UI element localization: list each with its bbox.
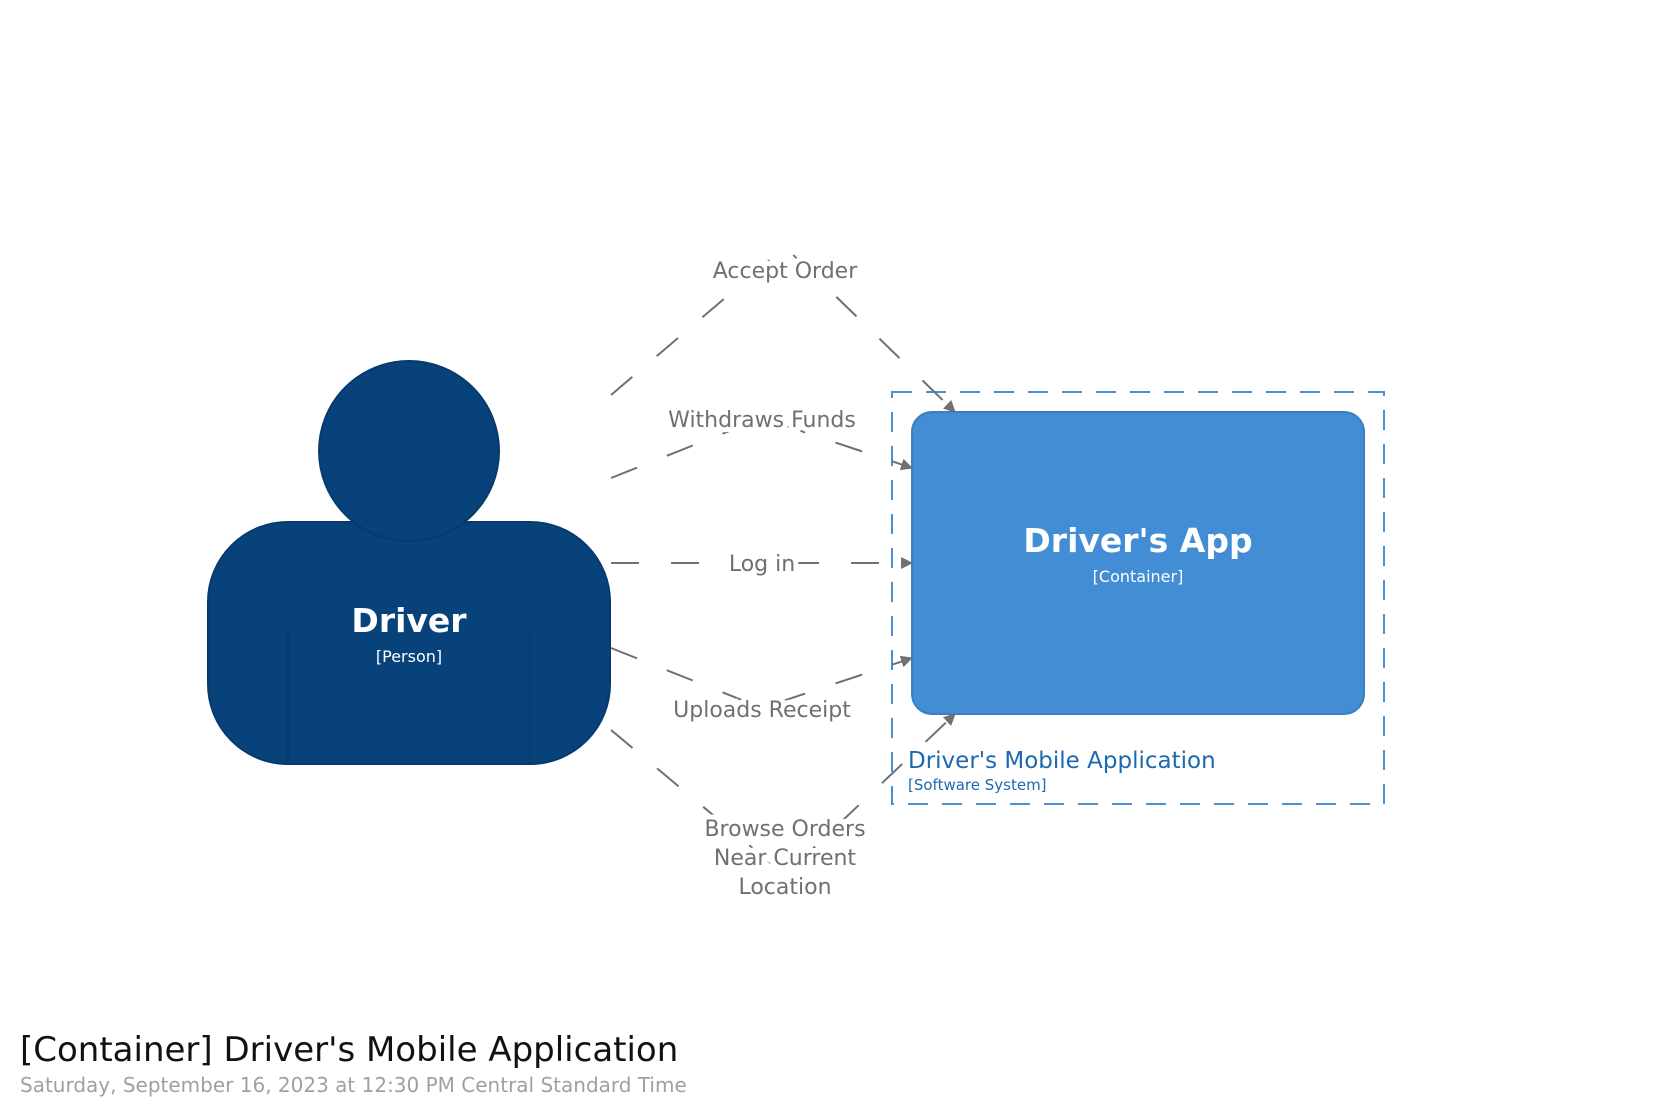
person-name: Driver — [351, 601, 467, 640]
relationship-label: Withdraws Funds — [668, 408, 856, 433]
relationships: Accept Order Withdraws Funds Log in Uplo… — [610, 245, 956, 905]
relationship-label: Accept Order — [713, 259, 858, 284]
container-type: [Container] — [1093, 567, 1184, 586]
diagram-timestamp: Saturday, September 16, 2023 at 12:30 PM… — [20, 1073, 687, 1097]
relationship-label-line-3: Location — [738, 875, 831, 900]
person-head — [318, 360, 500, 542]
software-system-boundary[interactable]: Driver's Mobile Application [Software Sy… — [891, 391, 1385, 805]
relationship-line — [610, 713, 956, 877]
relationship-label-line-1: Browse Orders — [704, 817, 865, 842]
relationship-withdraws-funds[interactable]: Withdraws Funds — [610, 403, 913, 479]
person-body — [207, 521, 611, 765]
container-drivers-app[interactable]: Driver's App [Container] — [911, 411, 1365, 715]
relationship-accept-order[interactable]: Accept Order — [610, 245, 956, 413]
relationship-label-line-2: Near Current — [714, 846, 857, 871]
relationship-line — [610, 245, 956, 413]
relationship-label: Uploads Receipt — [673, 698, 851, 723]
relationship-uploads-receipt[interactable]: Uploads Receipt — [610, 647, 913, 728]
boundary-type: [Software System] — [908, 776, 1047, 794]
container-name: Driver's App — [1023, 521, 1252, 560]
relationship-browse-orders[interactable]: Browse Orders Near Current Location — [610, 713, 956, 905]
relationship-label: Log in — [729, 552, 795, 577]
diagram-footer: [Container] Driver's Mobile Application … — [20, 1030, 1120, 1100]
relationship-line — [610, 416, 913, 479]
relationship-log-in[interactable]: Log in — [611, 547, 913, 582]
boundary-frame — [891, 391, 1385, 805]
relationship-line — [610, 647, 913, 710]
diagram-title: [Container] Driver's Mobile Application — [20, 1030, 679, 1070]
person-driver[interactable]: Driver [Person] — [207, 360, 611, 765]
container-box — [911, 411, 1365, 715]
boundary-name: Driver's Mobile Application — [908, 748, 1216, 774]
person-type: [Person] — [376, 647, 442, 666]
